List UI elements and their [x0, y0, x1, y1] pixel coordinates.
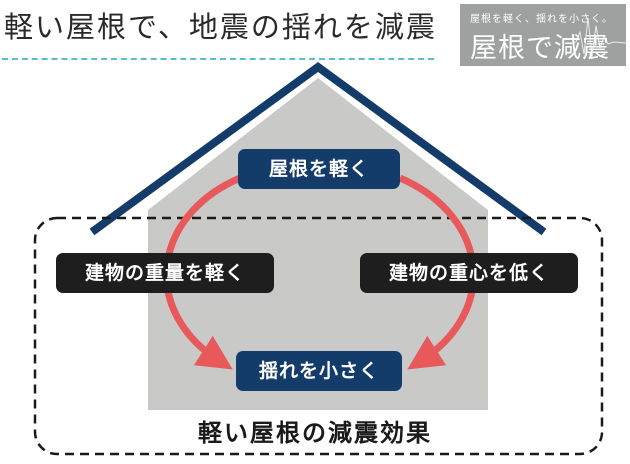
step-reduce-shaking: 揺れを小さく	[236, 351, 402, 391]
step-reduce-weight: 建物の重量を軽く	[56, 253, 274, 293]
step-lower-center: 建物の重心を低く	[360, 253, 578, 293]
diagram-caption: 軽い屋根の減震効果	[198, 419, 432, 447]
step-lighten-roof: 屋根を軽く	[238, 149, 400, 189]
headline: 軽い屋根で、地震の揺れを減震	[4, 10, 437, 44]
brand-title: 屋根で減震	[470, 33, 610, 64]
roof-outline	[89, 62, 547, 236]
house-wall	[148, 78, 488, 410]
brand-subtitle: 屋根を軽く、揺れを小さく。	[470, 14, 613, 25]
seismic-wave-icon	[569, 17, 626, 57]
brand-logo: 屋根を軽く、揺れを小さく。 屋根で減震	[460, 4, 626, 66]
effect-boundary	[33, 216, 604, 456]
headline-divider	[2, 58, 434, 60]
